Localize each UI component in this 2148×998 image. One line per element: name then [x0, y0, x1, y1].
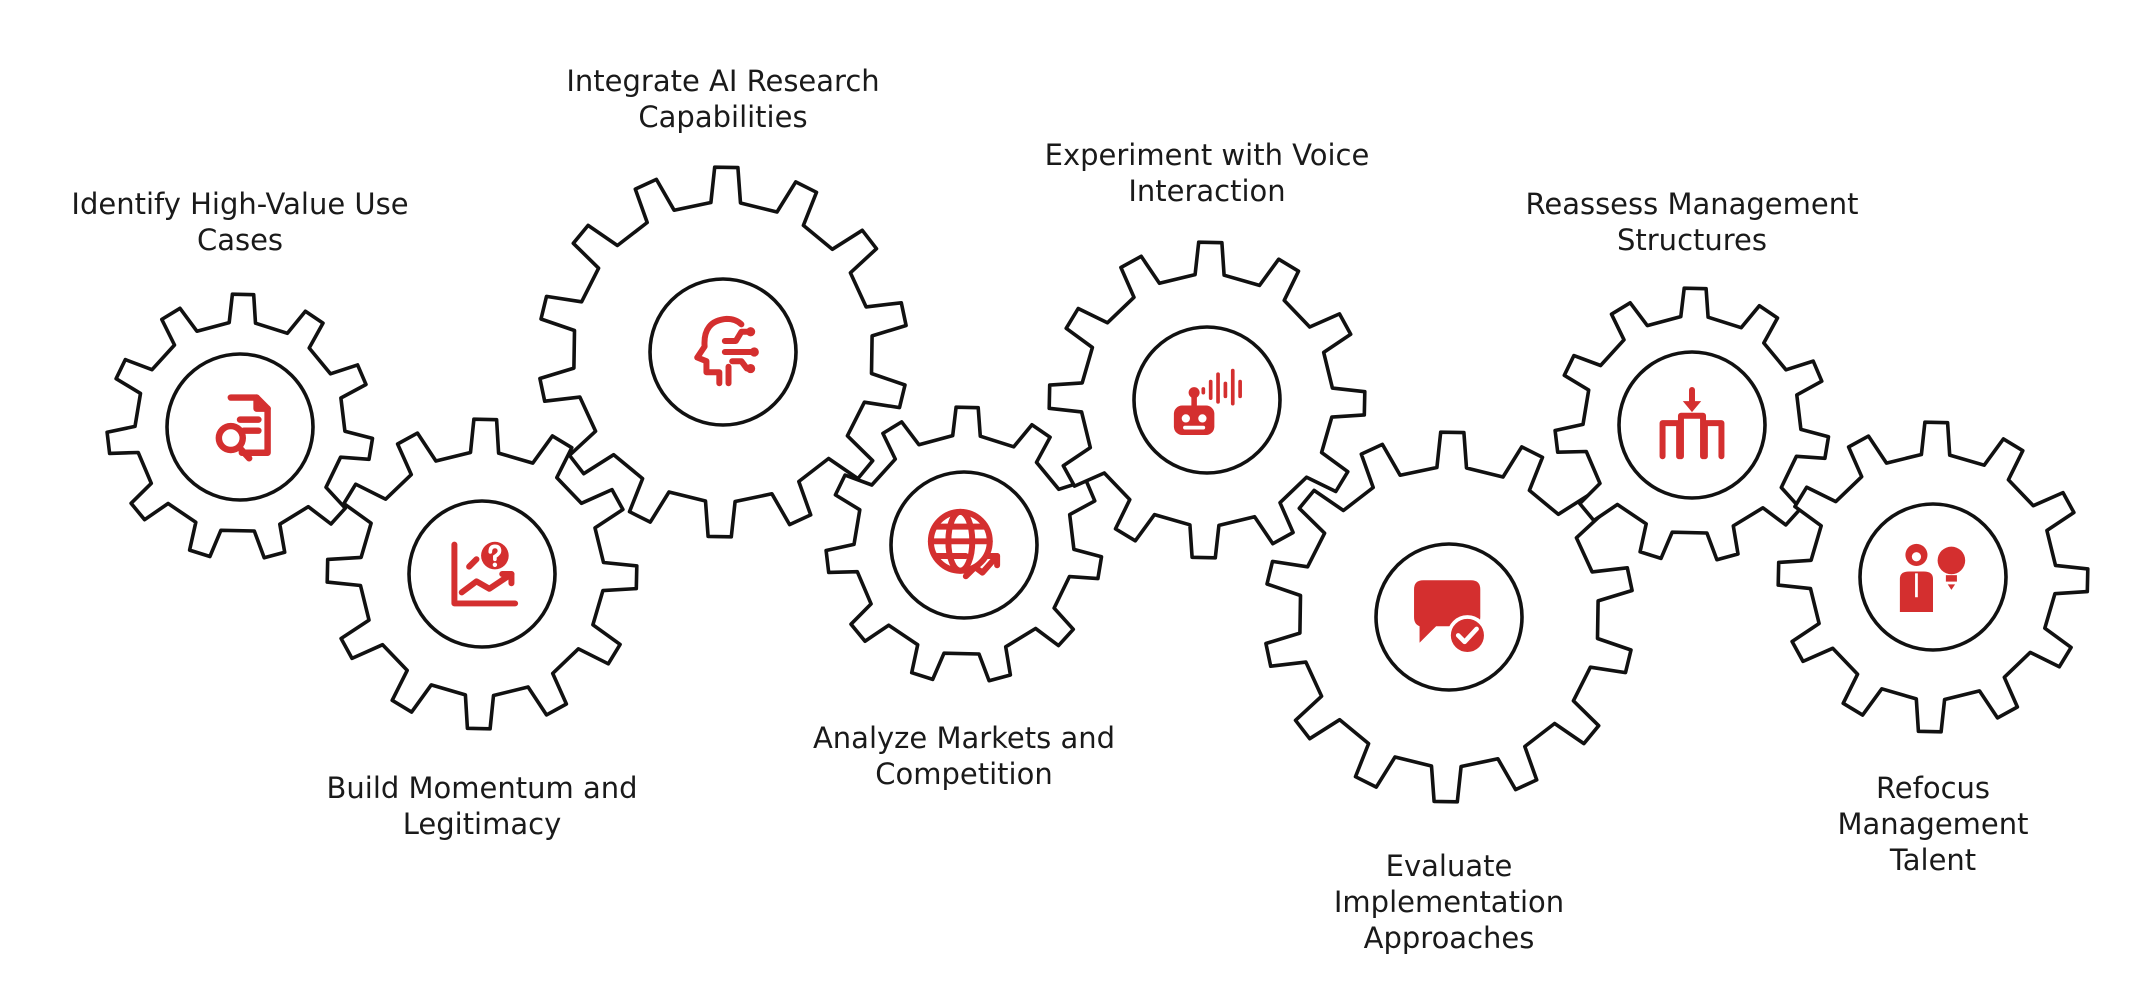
gear-hub [1858, 502, 2008, 652]
step-label-2: Build Momentum and Legitimacy [326, 771, 638, 841]
gear-step-4 [824, 405, 1104, 683]
step-label-5: Experiment with Voice Interaction [1044, 138, 1370, 208]
gear-step-1 [105, 292, 375, 560]
step-label-1: Identify High-Value Use Cases [71, 187, 409, 257]
gear-step-6 [1264, 430, 1634, 804]
gear-step-7 [1553, 286, 1831, 562]
gear-step-2 [325, 417, 639, 731]
gear-hub [407, 499, 557, 649]
step-label-4: Analyze Markets and Competition [812, 721, 1116, 791]
step-label-6: Evaluate Implementation Approaches [1333, 849, 1565, 955]
gear-hub [1132, 325, 1282, 475]
step-label-8: Refocus Management Talent [1837, 771, 2029, 877]
gear-hub [889, 470, 1039, 620]
step-label-7: Reassess Management Structures [1525, 187, 1859, 257]
gear-step-8 [1776, 420, 2090, 734]
gear-hub [1617, 350, 1767, 500]
gear-step-3 [538, 165, 908, 539]
gear-step-5 [1047, 240, 1367, 560]
step-label-3: Integrate AI Research Capabilities [566, 64, 880, 134]
